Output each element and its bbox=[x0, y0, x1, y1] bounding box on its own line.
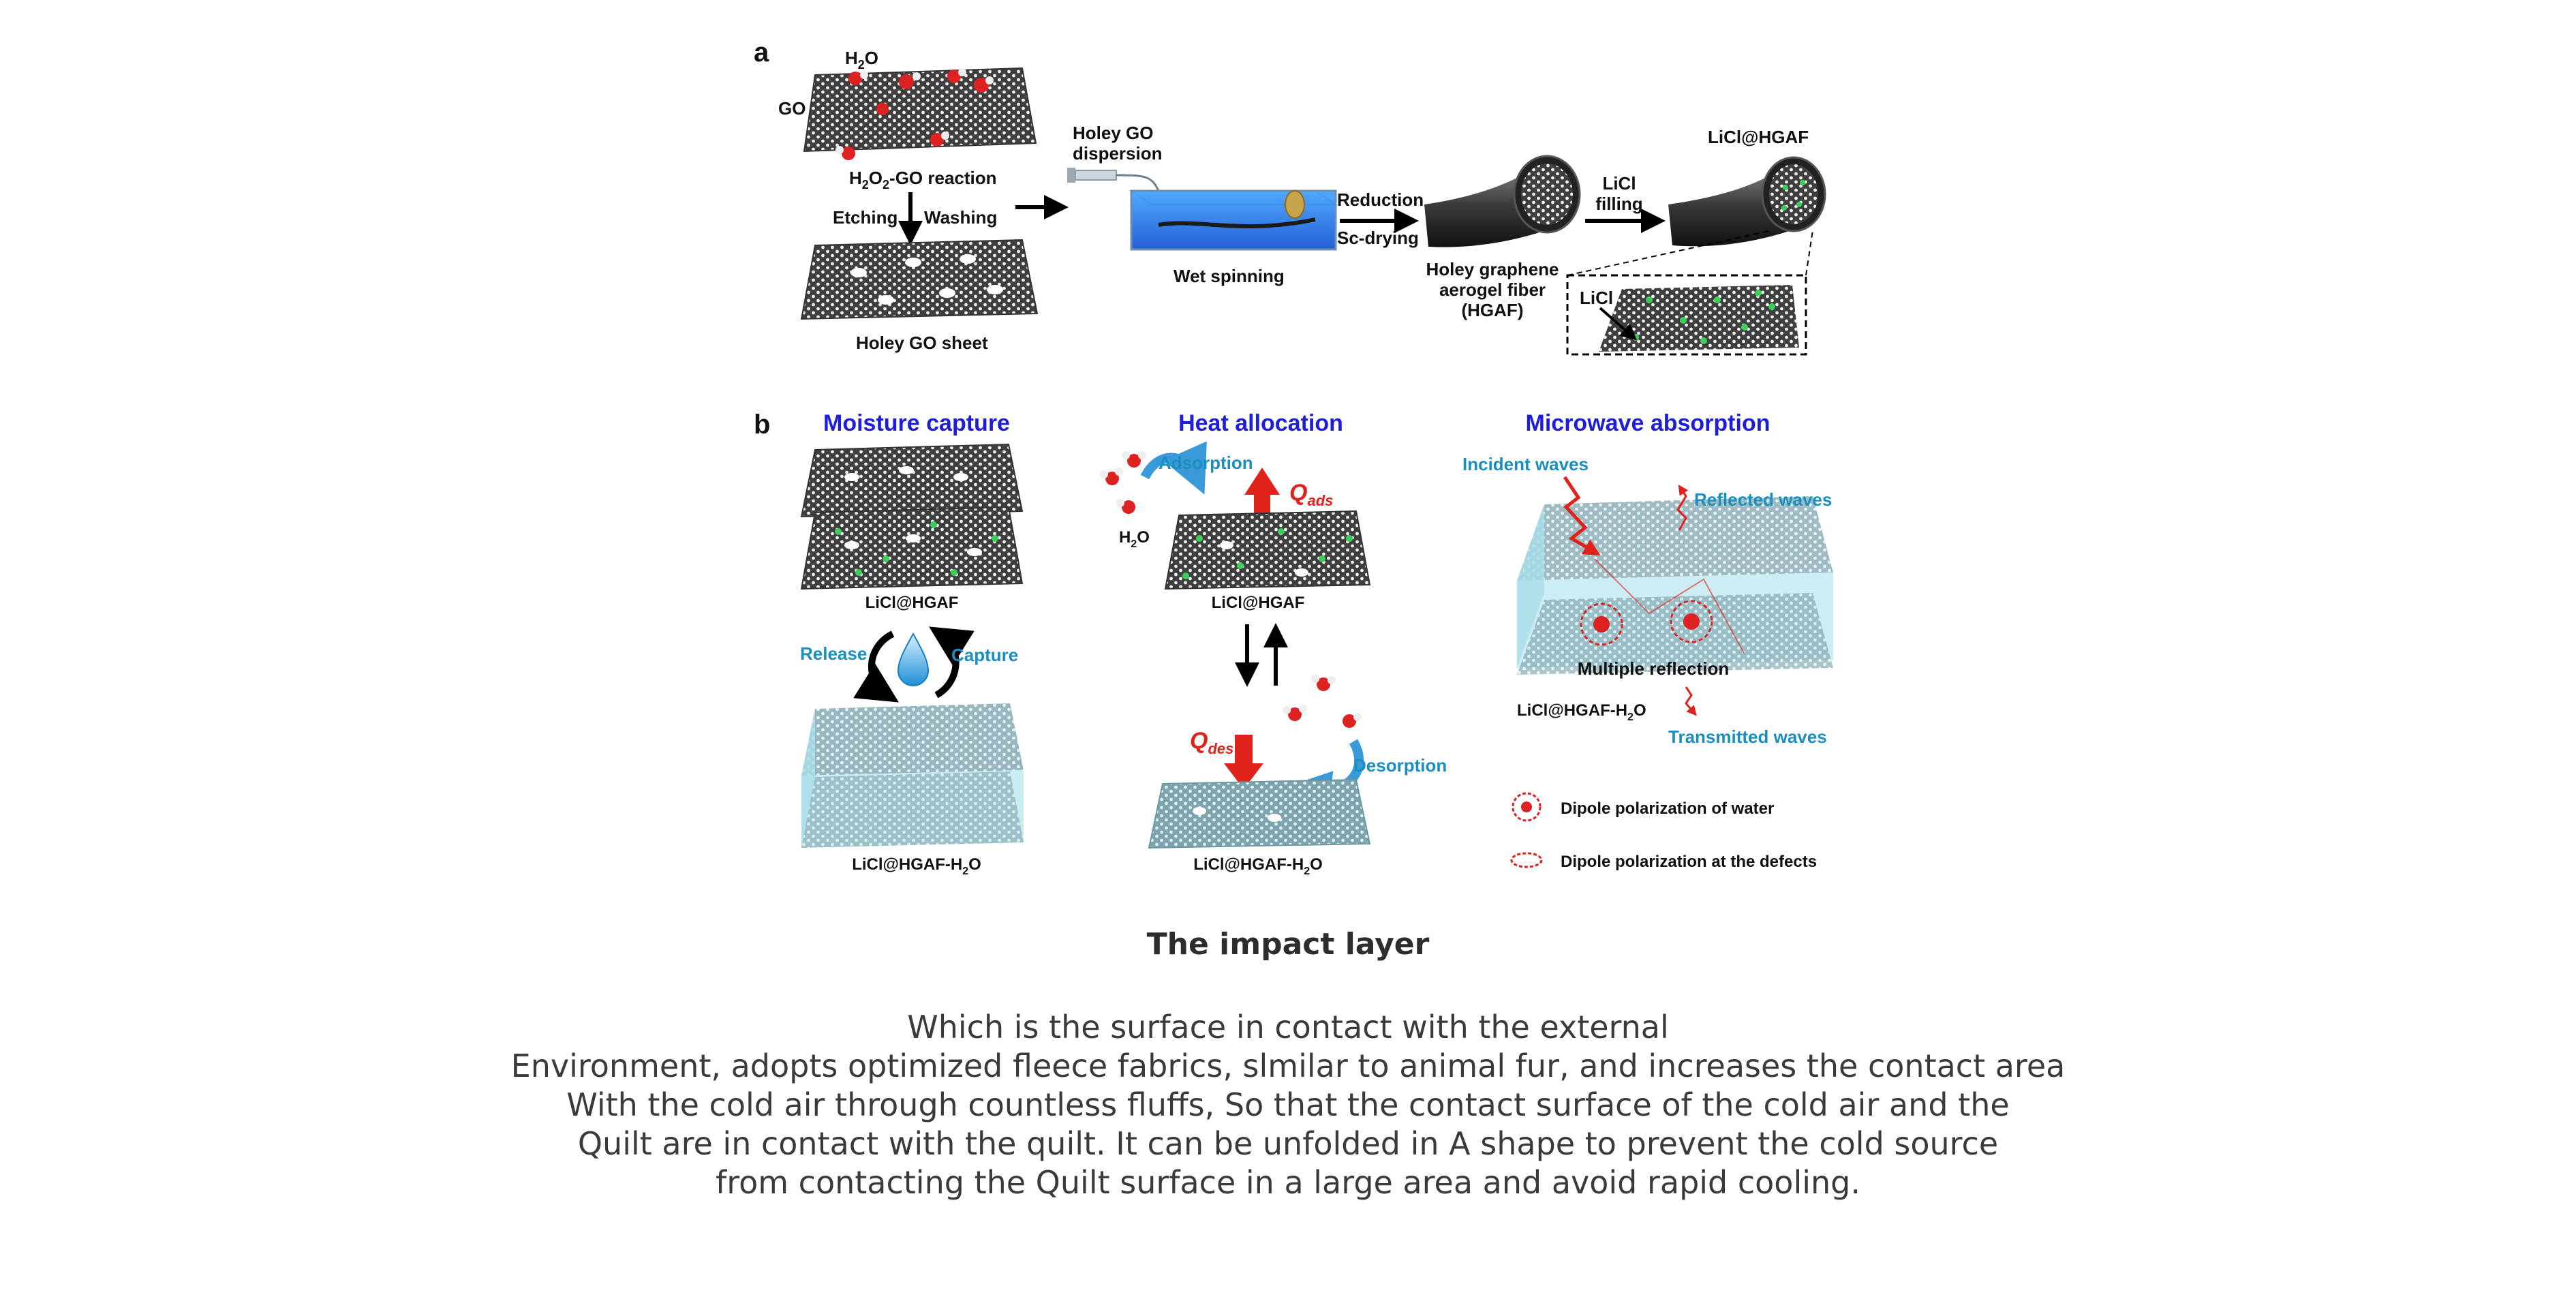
caption: The impact layer Which is the surface in… bbox=[0, 927, 2576, 1202]
q-des-label: Qdes bbox=[1190, 728, 1233, 757]
caption-line: Quilt are in contact with the quilt. It … bbox=[577, 1125, 1999, 1162]
caption-line: Environment, adopts optimized fleece fab… bbox=[510, 1048, 2066, 1084]
multiple-label: Multiple reflection bbox=[1578, 658, 1729, 679]
incident-wave bbox=[1563, 476, 1601, 556]
heat-sheet-bottom bbox=[1148, 778, 1371, 849]
hgaf-fiber bbox=[1424, 155, 1581, 247]
panel-b-label: b bbox=[754, 410, 770, 440]
moisture-sheet-top bbox=[800, 443, 1024, 518]
transmitted-wave bbox=[1685, 686, 1697, 716]
go-label: GO bbox=[778, 98, 806, 119]
q-ads-label: Qads bbox=[1289, 480, 1333, 509]
reduction-label: Reduction bbox=[1337, 189, 1424, 210]
licl-hgaf-h2o-label-3: LiCl@HGAF-H2O bbox=[1517, 701, 1646, 723]
h2o-heat-label: H2O bbox=[1119, 528, 1150, 550]
syringe-icon bbox=[1067, 168, 1160, 192]
q-des-arrow bbox=[1224, 735, 1263, 789]
multiple-reflection-lines bbox=[1594, 558, 1745, 655]
licl-hgaf-h2o-label-1: LiCl@HGAF-H2O bbox=[852, 855, 981, 877]
panel-a-label: a bbox=[754, 37, 769, 67]
sc-drying-label: Sc-drying bbox=[1337, 228, 1419, 248]
holey-go-sheet bbox=[800, 239, 1039, 320]
figure-diagram: a H2O GO H2O2-GO reaction Etching Washin… bbox=[754, 37, 1833, 877]
moisture-sheet-bottom bbox=[800, 506, 1024, 590]
licl-hgaf-h2o-label-2: LiCl@HGAF-H2O bbox=[1193, 855, 1323, 877]
licl-hgaf-label-1: LiCl@HGAF bbox=[865, 594, 959, 612]
dipole-water-icons bbox=[1580, 600, 1713, 646]
etching-label: Etching bbox=[833, 207, 898, 228]
reaction-label: H2O2-GO reaction bbox=[849, 168, 997, 192]
desorption-label: Desorption bbox=[1353, 755, 1447, 776]
zoom-sheet bbox=[1599, 285, 1799, 352]
zoom-line-right bbox=[1805, 230, 1813, 276]
hydrated-block bbox=[801, 703, 1024, 848]
incident-label: Incident waves bbox=[1462, 454, 1589, 474]
moisture-title: Moisture capture bbox=[823, 410, 1010, 436]
holey-go-sheet-label: Holey GO sheet bbox=[856, 333, 988, 353]
washing-label: Washing bbox=[924, 207, 997, 228]
reflected-label: Reflected waves bbox=[1694, 489, 1832, 510]
licl-pointer bbox=[1599, 307, 1638, 341]
caption-line: from contacting the Quilt surface in a l… bbox=[716, 1164, 1860, 1201]
legend-water-label: Dipole polarization of water bbox=[1561, 799, 1774, 818]
caption-line: Which is the surface in contact with the… bbox=[907, 1009, 1669, 1045]
h2o2-molecules bbox=[835, 68, 994, 160]
caption-line: With the cold air through countless fluf… bbox=[566, 1086, 2010, 1123]
wet-spinning-label: Wet spinning bbox=[1174, 266, 1285, 286]
reflected-wave bbox=[1676, 485, 1689, 531]
licl-hgaf-label-2: LiCl@HGAF bbox=[1212, 594, 1305, 612]
release-label: Release bbox=[800, 643, 867, 664]
caption-body: Which is the surface in contact with the… bbox=[0, 1008, 2576, 1202]
heat-sheet-top bbox=[1164, 510, 1371, 590]
legend-water-icon bbox=[1512, 792, 1542, 822]
microwave-title: Microwave absorption bbox=[1526, 410, 1770, 436]
adsorption-label: Adsorption bbox=[1159, 453, 1253, 473]
zoom-line-left bbox=[1567, 230, 1773, 276]
heat-title: Heat allocation bbox=[1178, 410, 1343, 436]
water-molecules-top bbox=[1100, 451, 1146, 514]
caption-title: The impact layer bbox=[1146, 927, 1430, 962]
spinning-bath bbox=[1129, 189, 1338, 251]
release-capture-cycle bbox=[853, 626, 975, 703]
licl-zoom-label: LiCl bbox=[1580, 288, 1613, 308]
microwave-block bbox=[1517, 496, 1833, 675]
legend-defects-label: Dipole polarization at the defects bbox=[1561, 853, 1817, 871]
water-drop-icon bbox=[897, 632, 930, 686]
h2o-label: H2O bbox=[845, 48, 878, 72]
adsorption-arrow bbox=[1140, 441, 1207, 495]
water-molecules-bottom bbox=[1283, 675, 1362, 728]
licl-hgaf-title: LiCl@HGAF bbox=[1708, 127, 1809, 147]
capture-label: Capture bbox=[951, 645, 1018, 665]
transmitted-label: Transmitted waves bbox=[1668, 727, 1827, 747]
go-sheet bbox=[803, 67, 1037, 160]
legend-defects-icon bbox=[1510, 852, 1543, 868]
licl-hgaf-fiber bbox=[1668, 156, 1826, 247]
